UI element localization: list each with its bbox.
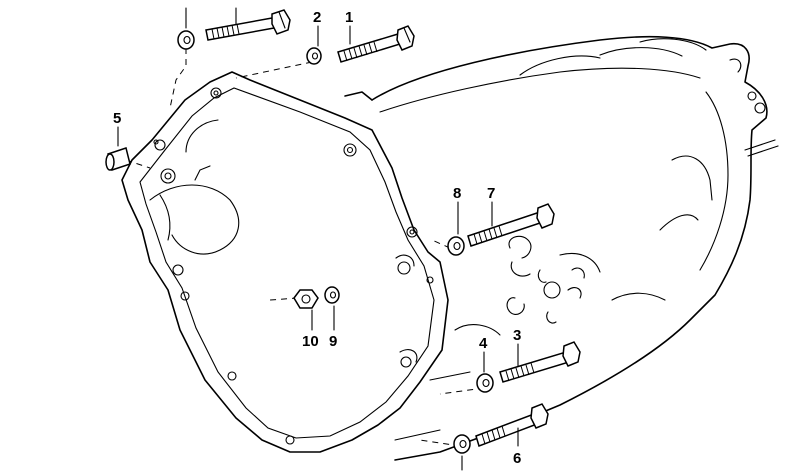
- bolt-upper-left: [205, 9, 291, 41]
- transmission-case: [344, 35, 779, 461]
- callout-3: 3: [513, 327, 521, 344]
- callout-7: 7: [487, 185, 495, 202]
- washer-part-9: [324, 286, 340, 304]
- leader-lines: [125, 48, 485, 447]
- callout-pointers: [117, 7, 519, 471]
- bolt-part-6: [475, 403, 549, 447]
- washer-part-2: [306, 47, 322, 65]
- bell-housing: [121, 71, 449, 453]
- dowel-sleeve-part-5: [105, 147, 131, 171]
- callout-1: 1: [345, 9, 353, 26]
- washer-upper-left: [177, 30, 195, 50]
- callout-2: 2: [313, 9, 321, 26]
- callout-6: 6: [513, 450, 521, 467]
- washer-part-8: [447, 236, 465, 256]
- nut-part-10: [293, 289, 319, 309]
- callout-labels: 1 2 3 4 5 6 7 8 9 10: [113, 9, 521, 467]
- callout-10: 10: [302, 333, 319, 350]
- callout-8: 8: [453, 185, 461, 202]
- callout-9: 9: [329, 333, 337, 350]
- callout-4: 4: [479, 335, 488, 352]
- bolt-part-7: [467, 203, 555, 247]
- washer-part-4: [476, 373, 494, 393]
- callout-5: 5: [113, 110, 121, 127]
- bolt-part-1: [337, 25, 415, 63]
- washer-lower: [453, 434, 471, 454]
- bolt-part-3: [499, 341, 581, 383]
